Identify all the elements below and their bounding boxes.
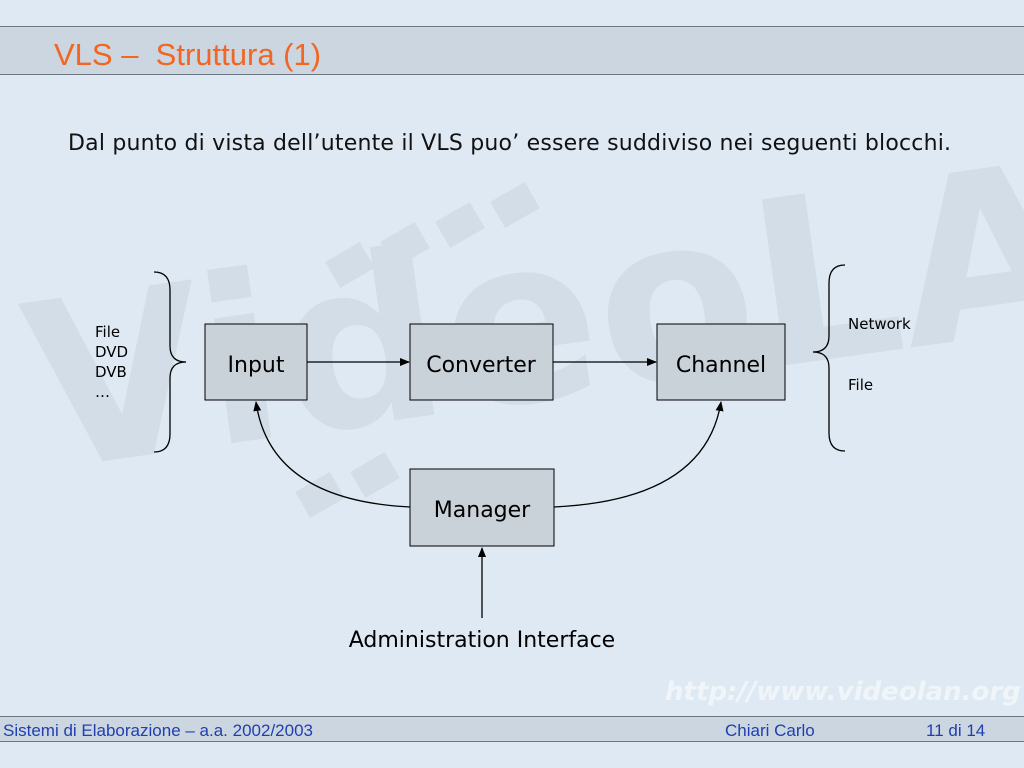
intro-text: Dal punto di vista dell’utente il VLS pu… [68, 131, 952, 156]
manager-block: Manager [409, 468, 555, 547]
footer-author: Chiari Carlo [725, 721, 815, 740]
channel-block: Channel [656, 323, 786, 401]
manager-to-input-arrow [253, 401, 411, 508]
watermark-url: http://www.videolan.org [665, 677, 1021, 707]
slide-title: VLS – Struttura (1) [54, 37, 322, 72]
title-bar [0, 26, 1024, 75]
input-source-more: … [95, 383, 110, 401]
channel-output-network: Network [848, 315, 911, 333]
channel-output-file: File [848, 376, 873, 394]
input-block-label: Input [228, 353, 285, 378]
input-source-dvd: DVD [95, 343, 128, 361]
converter-block: Converter [409, 323, 554, 401]
channel-outputs-brace [812, 264, 846, 452]
channel-block-label: Channel [676, 353, 766, 378]
footer-page-number: 11 di 14 [926, 721, 986, 740]
manager-to-channel-arrow [553, 401, 724, 508]
input-sources-brace [153, 271, 187, 453]
converter-block-label: Converter [426, 353, 537, 378]
footer-bar [0, 716, 1024, 742]
admin-interface-label: Administration Interface [349, 628, 615, 653]
input-block: Input [204, 323, 308, 401]
input-source-file: File [95, 323, 120, 341]
footer-course: Sistemi di Elaborazione – a.a. 2002/2003 [3, 721, 313, 740]
manager-block-label: Manager [434, 498, 531, 523]
input-source-dvb: DVB [95, 363, 127, 381]
